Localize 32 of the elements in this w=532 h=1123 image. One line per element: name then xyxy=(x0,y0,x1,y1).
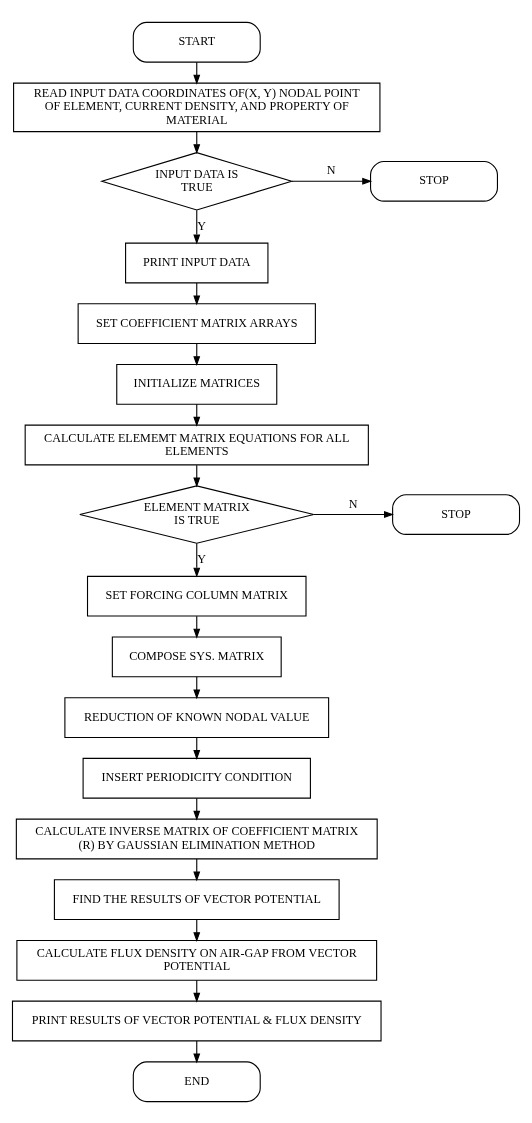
node-box: INITIALIZE MATRICES xyxy=(116,363,278,405)
arrow xyxy=(193,61,201,85)
node-diamond: ELEMENT MATRIX IS TRUE xyxy=(79,484,315,544)
arrow xyxy=(193,615,201,639)
node-box: SET COEFFICIENT MATRIX ARRAYS xyxy=(77,302,316,344)
edge-label: Y xyxy=(197,551,207,566)
node-box: END xyxy=(132,1060,261,1102)
edge-label: N xyxy=(326,162,336,177)
node-box: CALCULATE FLUX DENSITY ON AIR-GAP FROM VECTOR POTENTIAL xyxy=(16,939,378,981)
node-box: FIND THE RESULTS OF VECTOR POTENTIAL xyxy=(53,878,340,920)
node-box: COMPOSE SYS. MATRIX xyxy=(111,636,282,677)
node-box: CALCULATE ELEMEMT MATRIX EQUATIONS FOR ALL ELEMENTS xyxy=(24,424,369,465)
node-box: PRINT INPUT DATA xyxy=(125,242,269,283)
node-diamond: INPUT DATA IS TRUE xyxy=(99,151,294,211)
arrow xyxy=(193,979,201,1003)
node-box: SET FORCING COLUMN MATRIX xyxy=(86,575,307,617)
node-box: STOP xyxy=(392,493,521,535)
node-box: STOP xyxy=(370,160,498,202)
arrow xyxy=(193,403,201,427)
arrow xyxy=(193,209,201,244)
arrow xyxy=(193,797,201,821)
node-box: INSERT PERIODICITY CONDITION xyxy=(82,757,311,799)
node-box: PRINT RESULTS OF VECTOR POTENTIAL & FLUX DENSITY xyxy=(11,1000,382,1041)
edge-label: N xyxy=(348,496,358,511)
node-box: REDUCTION OF KNOWN NODAL VALUE xyxy=(64,696,330,738)
arrow xyxy=(313,510,394,518)
node-box: CALCULATE INVERSE MATRIX OF COEFFICIENT MATRIX (R) BY GAUSSIAN ELIMINATION METHOD xyxy=(15,818,378,859)
arrow xyxy=(291,177,373,185)
node-box: START xyxy=(132,21,261,63)
arrow xyxy=(193,542,201,578)
edge-label: Y xyxy=(197,218,207,233)
node-box: READ INPUT DATA COORDINATES OF(X, Y) NODAL POINT OF ELEMENT, CURRENT DENSITY, AND PROPERTY OF MATERIAL xyxy=(13,82,381,132)
